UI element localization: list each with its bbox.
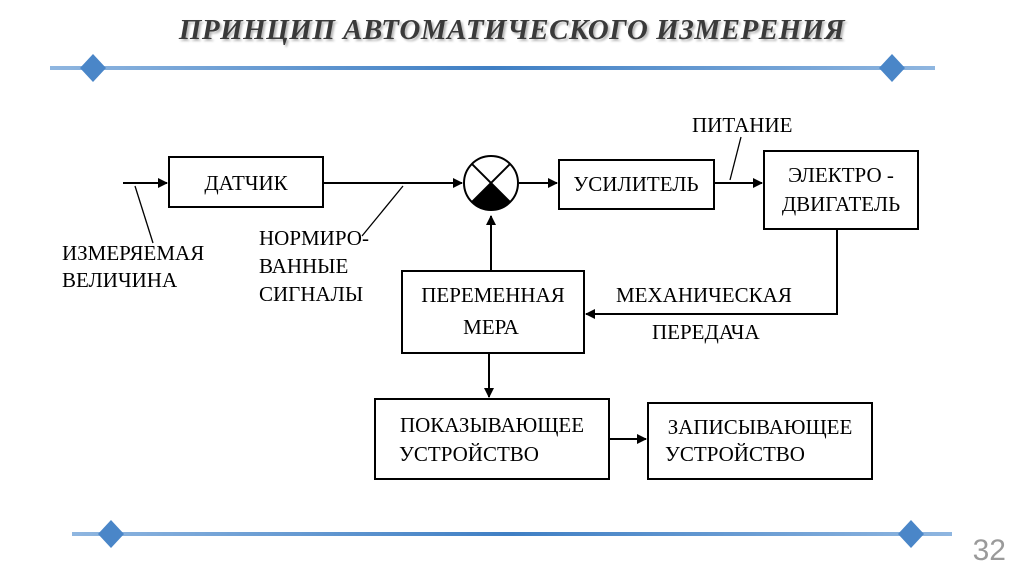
- measure-label-line1: ПЕРЕМЕННАЯ: [421, 283, 565, 307]
- measured-quantity-label-line2: ВЕЛИЧИНА: [62, 268, 178, 292]
- slide-title: ПРИНЦИП АВТОМАТИЧЕСКОГО ИЗМЕРЕНИЯ: [178, 14, 846, 46]
- top-right-diamond-icon: [879, 54, 905, 82]
- indicator-label-line1: ПОКАЗЫВАЮЩЕЕ: [400, 413, 584, 437]
- mechanical-transmission-label-line2: ПЕРЕДАЧА: [652, 320, 760, 344]
- bottom-right-diamond-icon: [898, 520, 924, 548]
- recorder-label-line1: ЗАПИСЫВАЮЩЕЕ: [668, 415, 853, 439]
- bottom-separator: [72, 520, 952, 548]
- normalized-signals-label-line2: ВАННЫЕ: [259, 254, 348, 278]
- normalized-signals-label-line1: НОРМИРО-: [259, 226, 369, 250]
- measure-box: [401, 270, 585, 354]
- indicator-label-line2: УСТРОЙСТВО: [399, 442, 539, 466]
- leader-lines: [134, 136, 742, 244]
- recorder-box: [647, 402, 873, 480]
- top-separator: [50, 54, 935, 82]
- blocks: [168, 150, 919, 480]
- amplifier-label: УСИЛИТЕЛЬ: [573, 172, 698, 196]
- top-left-diamond-icon: [80, 54, 106, 82]
- comparator-node: [463, 155, 519, 211]
- normalized-signals-label-line3: СИГНАЛЫ: [259, 282, 363, 306]
- sensor-label: ДАТЧИК: [204, 171, 288, 195]
- sensor-box: [168, 156, 324, 208]
- motor-label-line2: ДВИГАТЕЛЬ: [782, 192, 900, 216]
- amplifier-box: [558, 159, 715, 210]
- connectors: [123, 178, 838, 444]
- recorder-label-line2: УСТРОЙСТВО: [665, 442, 805, 466]
- motor-label-line1: ЭЛЕКТРО -: [788, 163, 894, 187]
- mechanical-transmission-arrow: [585, 229, 838, 319]
- indicator-box: [374, 398, 610, 480]
- bottom-left-diamond-icon: [98, 520, 124, 548]
- power-label: ПИТАНИЕ: [692, 113, 792, 137]
- mechanical-transmission-label-line1: МЕХАНИЧЕСКАЯ: [616, 283, 792, 307]
- measured-quantity-label-line1: ИЗМЕРЯЕМАЯ: [62, 241, 204, 265]
- measure-label-line2: МЕРА: [463, 315, 519, 339]
- page-number: 32: [972, 534, 1006, 567]
- motor-box: [763, 150, 919, 230]
